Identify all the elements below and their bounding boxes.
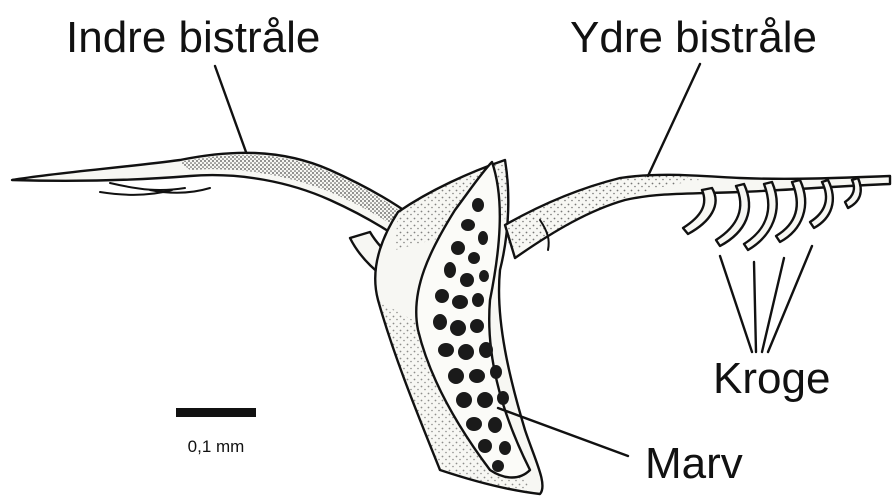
leader-hook-1 <box>720 256 752 352</box>
scale-bar: 0,1 mm <box>176 408 256 456</box>
scale-bar-label: 0,1 mm <box>188 437 245 456</box>
hooks-drawing <box>683 178 861 250</box>
label-pith: Marv <box>645 439 743 488</box>
inner-barbule-drawing <box>12 153 438 288</box>
leader-outer-barbule <box>648 64 700 176</box>
label-outer-barbule: Ydre bistråle <box>570 13 817 62</box>
leader-inner-barbule <box>215 66 246 152</box>
scale-bar-line <box>176 408 256 417</box>
leader-hook-2 <box>754 262 756 352</box>
label-hooks: Kroge <box>713 354 830 403</box>
label-inner-barbule: Indre bistråle <box>66 13 320 62</box>
